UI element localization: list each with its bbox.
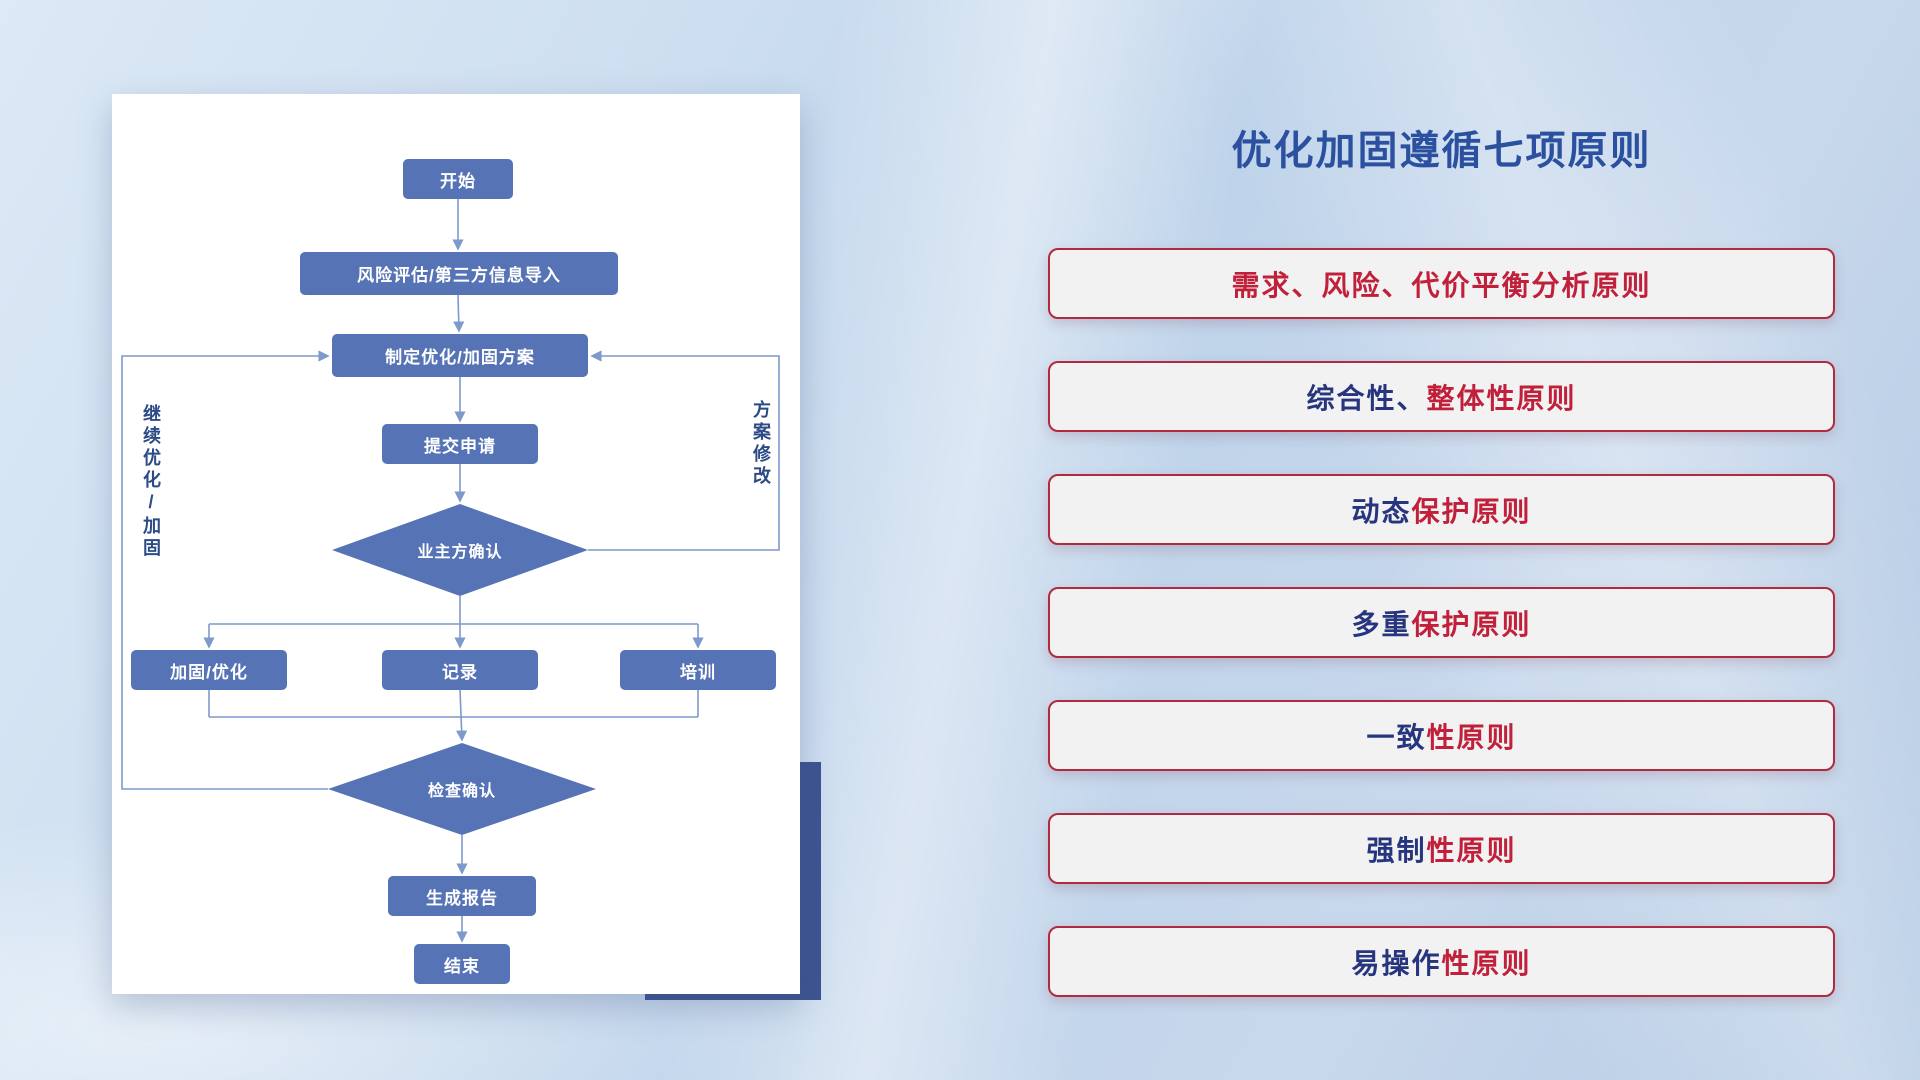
flow-node-end-label: 结束 [444,956,480,976]
flow-loop-label-modify: 方案修改 [751,400,771,488]
principle-card: 易操作性原则 [1048,926,1835,997]
principle-text: 一致 [1366,721,1427,753]
flow-connectors [121,199,780,943]
principle-text: 保护原则 [1411,495,1532,527]
flow-decision-owner-confirm-label: 业主方确认 [417,544,503,561]
principle-text: 性原则 [1441,947,1532,979]
flow-node-make-plan-label: 制定优化/加固方案 [385,348,535,367]
principle-card: 动态保护原则 [1048,474,1835,545]
principle-card: 综合性、整体性原则 [1048,361,1835,432]
flow-node-record: 记录 [382,650,538,690]
flow-node-risk-import: 风险评估/第三方信息导入 [300,252,618,295]
flow-node-record-label: 记录 [442,662,478,682]
principle-text: 性原则 [1426,834,1517,866]
flow-node-training: 培训 [620,650,776,690]
flowchart-card: 开始 风险评估/第三方信息导入 制定优化/加固方案 提交申请 业主方确认 加固/… [112,94,800,994]
principle-text: 保护原则 [1411,608,1532,640]
flow-node-training-label: 培训 [680,662,716,682]
principle-text: 整体性原则 [1426,382,1577,414]
flow-node-make-plan: 制定优化/加固方案 [332,334,588,377]
principle-text: 强制 [1366,834,1427,866]
flow-node-report: 生成报告 [388,876,536,916]
principle-text: 易操作 [1351,947,1442,979]
flow-node-harden-optimize: 加固/优化 [131,650,287,690]
page-title: 优化加固遵循七项原则 [1231,129,1652,173]
flow-node-submit-label: 提交申请 [424,436,496,456]
flow-node-harden-optimize-label: 加固/优化 [170,662,248,682]
principle-text: 需求、风险、代价平衡分析原则 [1231,269,1652,301]
flow-node-end: 结束 [414,944,510,984]
principle-card: 多重保护原则 [1048,587,1835,658]
flow-node-start: 开始 [403,159,513,199]
flow-decision-check-confirm-label: 检查确认 [427,783,496,800]
principle-text: 多重 [1351,608,1412,640]
principle-card: 一致性原则 [1048,700,1835,771]
principle-text: 综合性、 [1306,382,1427,414]
principle-card: 强制性原则 [1048,813,1835,884]
principle-text: 性原则 [1426,721,1517,753]
principle-card: 需求、风险、代价平衡分析原则 [1048,248,1835,319]
flow-node-start-label: 开始 [440,171,476,191]
flow-loop-label-continue: 继续优化/加固 [141,404,161,560]
principle-text: 动态 [1351,495,1412,527]
flow-node-risk-import-label: 风险评估/第三方信息导入 [357,266,561,285]
flow-node-submit: 提交申请 [382,424,538,464]
principles-list: 需求、风险、代价平衡分析原则综合性、整体性原则动态保护原则多重保护原则一致性原则… [1048,248,1835,997]
flow-node-report-label: 生成报告 [426,888,498,908]
